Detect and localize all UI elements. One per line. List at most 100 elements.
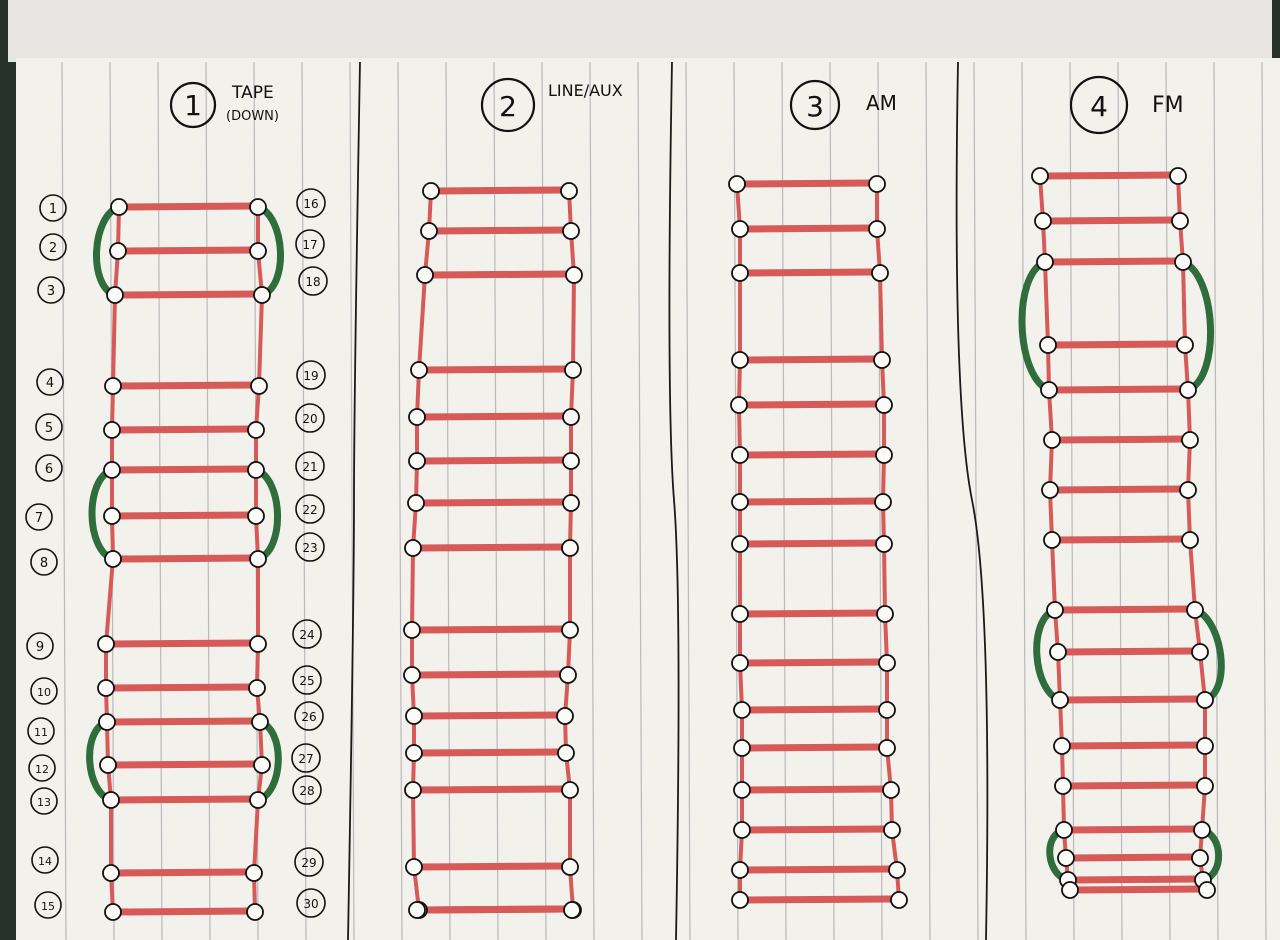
solder-pad — [422, 182, 440, 200]
solder-pad — [1041, 481, 1059, 499]
solder-pad — [1179, 481, 1197, 499]
ruled-line — [1021, 61, 1027, 940]
solder-pad — [878, 739, 896, 757]
ruled-line — [301, 61, 307, 940]
pin-label-circle — [37, 276, 65, 304]
pin-labels: 1234567891011121314151617181920212223242… — [25, 188, 328, 919]
pin-label-right: 27 — [291, 743, 321, 773]
red-rung — [416, 748, 564, 757]
red-rung — [120, 246, 256, 255]
solder-pad — [1057, 849, 1075, 867]
pin-label-circle — [28, 754, 56, 782]
pin-label-left: 15 — [34, 891, 62, 919]
red-rung — [114, 511, 254, 520]
ruled-line — [925, 61, 931, 940]
green-link — [1191, 606, 1225, 704]
ladder-panel-4 — [1018, 167, 1225, 899]
pin-label-text: 20 — [302, 412, 317, 426]
pin-label-text: 27 — [298, 752, 313, 766]
red-rung — [416, 711, 563, 720]
ladder-panel-3 — [728, 175, 908, 909]
pin-label-circle — [27, 717, 55, 745]
pin-label-left: 12 — [28, 754, 56, 782]
red-rung — [742, 895, 897, 904]
pin-label-text: 11 — [34, 726, 48, 739]
solder-pad — [251, 713, 269, 731]
solder-pad — [559, 666, 577, 684]
solder-pad — [563, 901, 581, 919]
red-rung — [418, 498, 569, 507]
left-rail — [735, 182, 744, 902]
solder-pad — [250, 377, 268, 395]
panel-3-number: 3 — [806, 90, 824, 123]
pin-label-text: 14 — [38, 855, 52, 868]
red-rung — [419, 905, 570, 914]
solder-pad — [731, 220, 749, 238]
solder-pad — [1054, 777, 1072, 795]
pin-label-left: 2 — [39, 233, 67, 261]
pin-label-right: 18 — [298, 266, 328, 296]
red-rung — [744, 743, 885, 752]
solder-pad — [253, 756, 271, 774]
ruled-line — [637, 61, 643, 940]
red-rung — [744, 705, 885, 714]
panel-2-number: 2 — [499, 90, 517, 123]
ladder-panel-2 — [403, 182, 583, 919]
ruled-line — [1165, 61, 1171, 940]
red-rung — [433, 186, 567, 195]
pin-label-circle — [30, 548, 58, 576]
solder-pad — [1055, 821, 1073, 839]
solder-pad — [97, 635, 115, 653]
solder-pad — [1196, 777, 1214, 795]
pin-label-text: 29 — [301, 856, 316, 870]
red-rung — [108, 683, 255, 692]
solder-pad — [1040, 381, 1058, 399]
pin-label-circle — [295, 403, 325, 433]
solder-pad — [407, 494, 425, 512]
green-link — [93, 203, 123, 299]
solder-pad — [103, 507, 121, 525]
solder-pad — [110, 198, 128, 216]
solder-pad — [733, 739, 751, 757]
ruled-line — [589, 61, 595, 940]
solder-pad — [561, 858, 579, 876]
red-rung — [114, 465, 254, 474]
solder-pad — [875, 396, 893, 414]
pin-label-circle — [294, 701, 324, 731]
pin-label-circle — [296, 188, 326, 218]
ruled-line — [1117, 61, 1123, 940]
pin-label-circle — [294, 847, 324, 877]
green-link — [1179, 258, 1214, 394]
pin-label-text: 7 — [35, 511, 43, 526]
solder-pad — [109, 242, 127, 260]
solder-pad — [876, 605, 894, 623]
pin-label-left: 8 — [30, 548, 58, 576]
pin-label-circle — [30, 677, 58, 705]
red-rung — [1072, 885, 1205, 894]
pin-label-circle — [25, 503, 53, 531]
solder-pad — [868, 175, 886, 193]
solder-pad — [102, 864, 120, 882]
green-link — [1018, 258, 1053, 394]
pin-label-text: 10 — [37, 686, 51, 699]
solder-pad — [1049, 643, 1067, 661]
red-rung — [1042, 171, 1176, 180]
solder-pad — [890, 891, 908, 909]
red-rung — [427, 270, 572, 279]
solder-pad — [404, 781, 422, 799]
solder-pad — [102, 791, 120, 809]
solder-pad — [253, 286, 271, 304]
pin-label-text: 3 — [47, 284, 55, 299]
pin-label-text: 5 — [45, 421, 53, 436]
solder-pad — [878, 701, 896, 719]
ruled-line — [685, 61, 691, 940]
pin-label-right: 26 — [294, 701, 324, 731]
column-divider — [347, 61, 361, 940]
pin-label-text: 6 — [45, 462, 53, 477]
green-link — [1033, 606, 1064, 704]
solder-pad — [883, 821, 901, 839]
solder-pad — [878, 654, 896, 672]
panel-4-label: FM — [1152, 93, 1184, 118]
solder-pad — [403, 621, 421, 639]
red-rung — [431, 226, 569, 235]
